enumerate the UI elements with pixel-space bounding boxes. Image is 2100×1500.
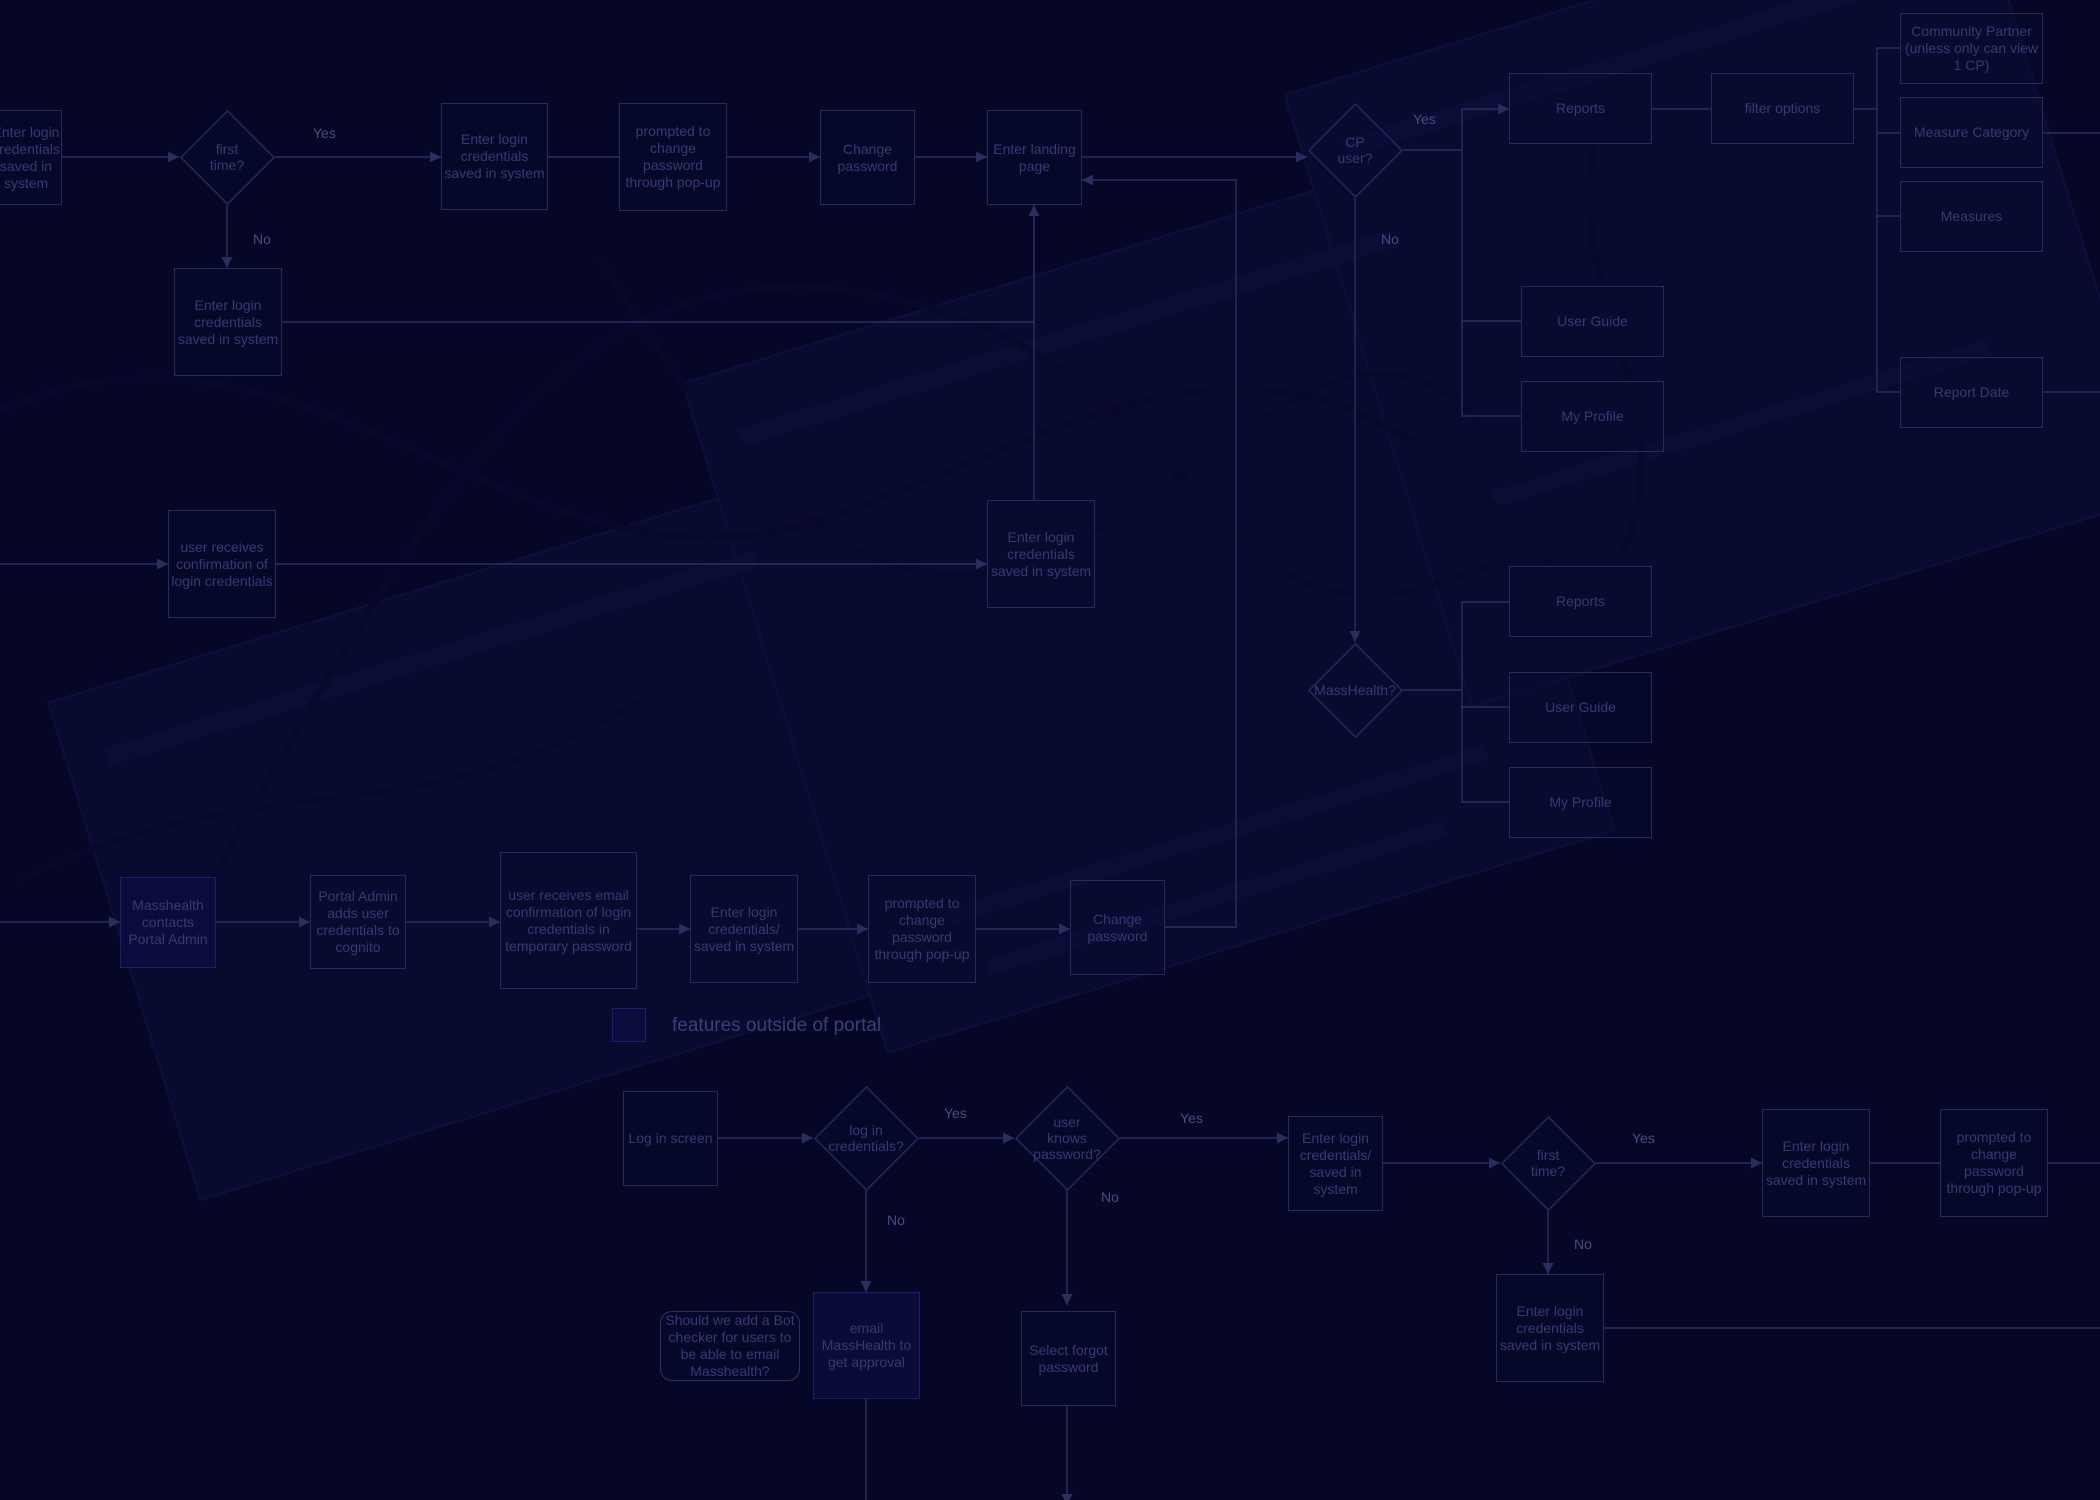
edge-label-yes: Yes [1632,1130,1655,1146]
process-node-n25: user receives email confirmation of logi… [500,852,637,989]
process-node-n21: User Guide [1509,672,1652,743]
process-node-n15: User Guide [1521,286,1664,357]
process-node-n23: Masshealth contacts Portal Admin [120,877,216,968]
process-node-n4: prompted to change password through pop-… [619,103,727,211]
edge-label-yes: Yes [313,125,336,141]
process-node-n26: Enter login credentials/ saved in system [690,875,798,983]
process-node-n27: prompted to change password through pop-… [868,875,976,983]
process-node-n32: Enter login credentials/ saved in system [1288,1116,1383,1211]
legend-outside-portal-swatch [612,1008,646,1042]
edge-label-yes: Yes [1413,111,1436,127]
process-node-n18: Enter login credentials saved in system [987,500,1095,608]
decision-node-label: user knows password? [1015,1086,1120,1191]
process-node-n29: Log in screen [623,1091,718,1186]
decision-node-n30: log in credentials? [814,1086,919,1191]
decision-node-n31: user knows password? [1015,1086,1120,1191]
note-node-n39: Should we add a Bot checker for users to… [660,1311,800,1381]
process-node-n8: Enter login credentials saved in system [174,268,282,376]
process-node-n13: Measures [1900,181,2043,252]
edge-label-no: No [1101,1189,1119,1205]
process-node-n35: prompted to change password through pop-… [1940,1109,2048,1217]
edge-label-no: No [887,1212,905,1228]
edge-label-no: No [1381,231,1399,247]
process-node-n9: Reports [1509,73,1652,144]
process-node-n34: Enter login credentials saved in system [1762,1109,1870,1217]
decision-node-label: MassHealth? [1308,643,1403,738]
decision-node-label: log in credentials? [814,1086,919,1191]
process-node-n17: user receives confirmation of login cred… [168,510,276,618]
decision-node-n2: first time? [180,110,275,205]
process-node-n16: My Profile [1521,381,1664,452]
process-node-n36: Enter login credentials saved in system [1496,1274,1604,1382]
edge-label-no: No [253,231,271,247]
process-node-n11: Community Partner (unless only can view … [1900,13,2043,84]
decision-node-label: first time? [180,110,275,205]
process-node-n37: Select forgot password [1021,1311,1116,1406]
process-node-n38: email MassHealth to get approval [813,1292,920,1399]
legend-label: features outside of portal [672,1015,881,1037]
process-node-n6: Enter landing page [987,110,1082,205]
process-node-n10: filter options [1711,73,1854,144]
decision-node-n33: first time? [1501,1116,1596,1211]
decision-node-n19: MassHealth? [1308,643,1403,738]
process-node-n14: Report Date [1900,357,2043,428]
edge-label-no: No [1574,1236,1592,1252]
process-node-n20: Reports [1509,566,1652,637]
decision-node-label: CP user? [1308,103,1403,198]
process-node-n5: Change password [820,110,915,205]
decision-node-n7: CP user? [1308,103,1403,198]
edge-label-yes: Yes [944,1105,967,1121]
process-node-n22: My Profile [1509,767,1652,838]
process-node-n3: Enter login credentials saved in system [441,103,548,210]
process-node-n12: Measure Category [1900,97,2043,168]
process-node-n28: Change password [1070,880,1165,975]
process-node-n24: Portal Admin adds user credentials to co… [310,875,406,969]
process-node-n1: Enter login credentials saved in system [0,110,62,205]
decision-node-label: first time? [1501,1116,1596,1211]
edge-label-yes: Yes [1180,1110,1203,1126]
